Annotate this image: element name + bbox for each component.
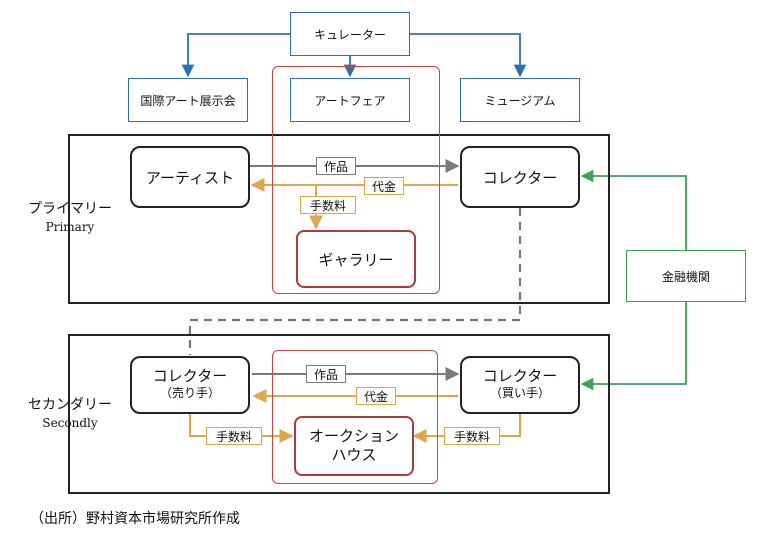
financial-institution-box: 金融機関 xyxy=(626,250,746,302)
auction-line1: オークション xyxy=(308,427,399,445)
museum-box: ミュージアム xyxy=(460,78,580,122)
auction-line2: ハウス xyxy=(331,446,377,464)
finance-secondary-arrow xyxy=(580,302,687,391)
gallery-group-frame xyxy=(272,66,440,294)
seller-collector-box: コレクター （売り手） xyxy=(130,356,250,414)
secondary-label: セカンダリー Secondly xyxy=(18,396,122,432)
seller-main-label: コレクター xyxy=(152,367,228,385)
secondary-artwork-tag: 作品 xyxy=(306,365,346,383)
finance-primary-arrow xyxy=(580,169,687,250)
auction-group-frame xyxy=(272,350,438,484)
curator-box: キュレーター xyxy=(290,12,410,56)
primary-market-frame xyxy=(68,134,610,304)
art-fair-box: アートフェア xyxy=(290,78,410,122)
gallery-box: ギャラリー xyxy=(296,230,416,288)
auction-house-box: オークション ハウス xyxy=(294,416,414,476)
primary-label-ja: プライマリー xyxy=(28,201,112,217)
buyer-collector-box: コレクター （買い手） xyxy=(460,356,580,414)
secondary-label-ja: セカンダリー xyxy=(28,397,112,413)
primary-label-en: Primary xyxy=(45,220,95,234)
source-note: （出所）野村資本市場研究所作成 xyxy=(30,511,240,527)
primary-commission-tag: 手数料 xyxy=(300,196,356,214)
primary-payment-tag: 代金 xyxy=(364,177,404,195)
secondary-label-en: Secondly xyxy=(42,416,98,430)
primary-label: プライマリー Primary xyxy=(18,200,122,236)
artist-box: アーティスト xyxy=(130,146,250,208)
primary-artwork-tag: 作品 xyxy=(316,157,356,175)
secondary-market-frame xyxy=(68,334,610,494)
seller-commission-tag: 手数料 xyxy=(206,427,262,445)
secondary-payment-tag: 代金 xyxy=(356,387,396,405)
buyer-commission-tag: 手数料 xyxy=(444,427,500,445)
resale-dashed-link xyxy=(188,208,522,355)
buyer-sub-label: （買い手） xyxy=(489,386,550,400)
intl-exhibition-box: 国際アート展示会 xyxy=(128,78,248,122)
seller-sub-label: （売り手） xyxy=(159,386,220,400)
primary-collector-box: コレクター xyxy=(460,146,580,208)
buyer-main-label: コレクター xyxy=(482,367,558,385)
